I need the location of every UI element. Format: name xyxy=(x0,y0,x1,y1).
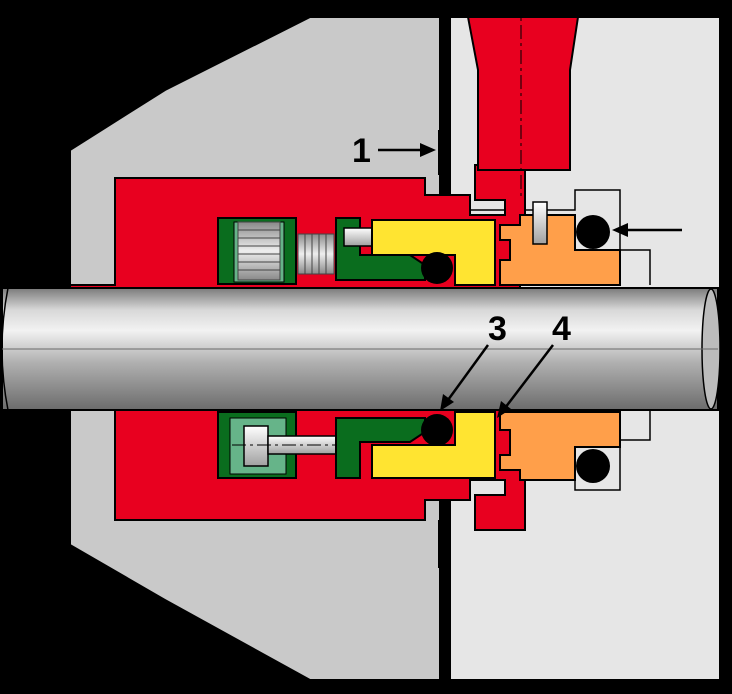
red-port-pipe xyxy=(466,16,580,171)
spring-coil-top xyxy=(237,221,281,281)
callout-3: 3 xyxy=(440,310,507,411)
stationary-seat-bottom xyxy=(499,411,621,481)
callout-label-3: 3 xyxy=(488,310,507,348)
o-ring-top-rotating xyxy=(421,252,453,284)
callout-1: 1 xyxy=(352,132,436,170)
o-ring-bottom-rotating xyxy=(421,414,453,446)
anti-rotation-pin xyxy=(532,201,548,245)
stationary-seat-top xyxy=(499,214,621,286)
o-ring-top-static xyxy=(576,215,610,249)
o-ring-bottom-static xyxy=(576,449,610,483)
callout-oring-arrow xyxy=(612,223,682,237)
conical-spring-top xyxy=(297,233,335,275)
callout-label-1: 1 xyxy=(352,132,371,170)
set-screw-bottom xyxy=(243,425,269,467)
gasket-bottom xyxy=(438,520,446,568)
gasket-top xyxy=(438,130,446,175)
callout-4: 4 xyxy=(497,310,571,418)
callout-label-4: 4 xyxy=(552,310,571,348)
